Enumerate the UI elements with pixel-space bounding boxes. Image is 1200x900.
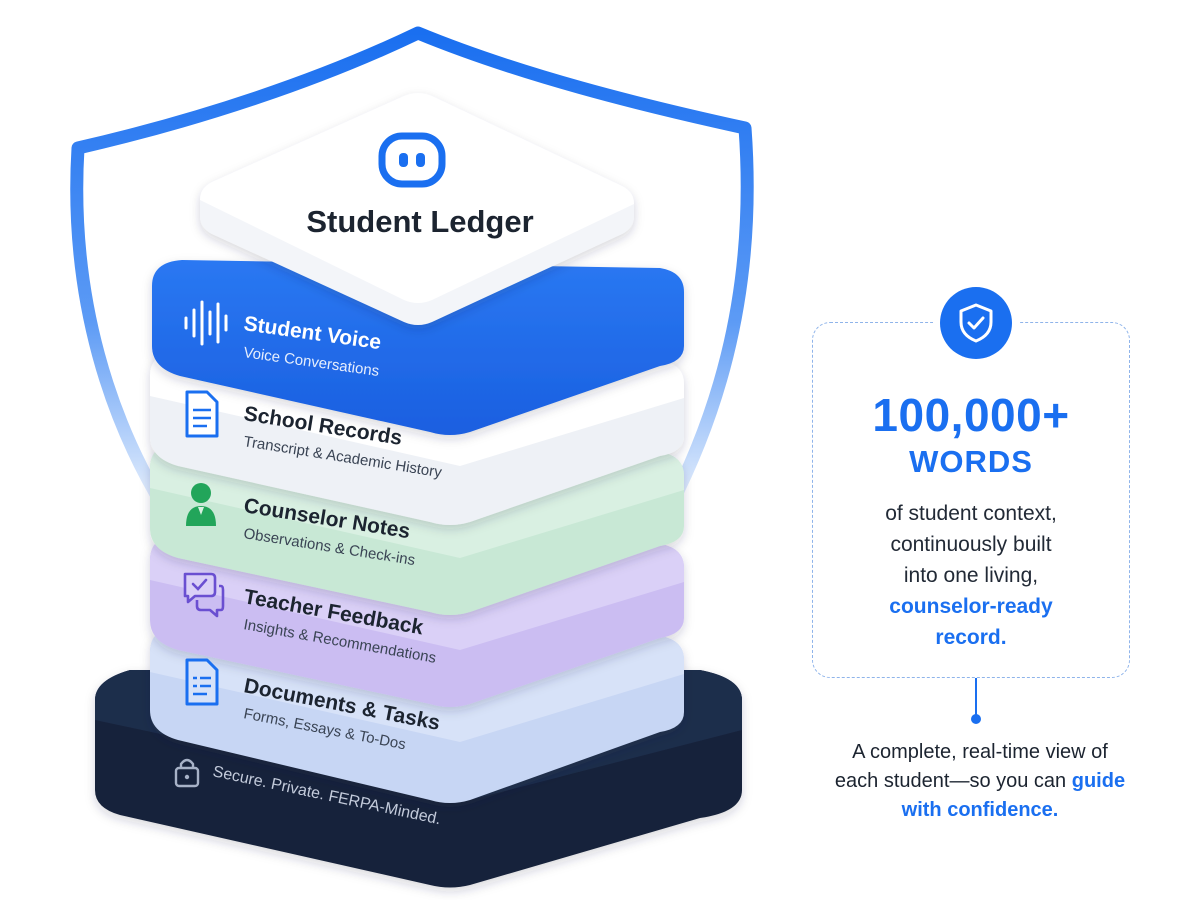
ledger-cap <box>200 93 634 325</box>
summary-text: A complete, real-time view of each stude… <box>830 738 1130 825</box>
stat-unit: WORDS <box>909 444 1033 479</box>
summary-prefix: A complete, real-time view of each stude… <box>834 741 1108 792</box>
ledger-title: Student Ledger <box>306 204 533 239</box>
shield-check-badge <box>940 287 1012 359</box>
layer-student-voice <box>152 260 684 435</box>
summary-highlight: guide with confidence. <box>901 770 1126 821</box>
chat-bubbles-icon <box>183 572 225 618</box>
stat-number: 100,000+ <box>872 389 1070 441</box>
document-list-icon <box>185 658 219 706</box>
stat-desc-highlight: record. <box>935 626 1007 649</box>
stat-desc-line: of student context, <box>885 502 1057 525</box>
document-icon <box>185 390 219 438</box>
stat-description: of student context, continuously built i… <box>822 498 1120 653</box>
shield-check-icon <box>959 303 993 343</box>
robot-icon <box>378 132 446 188</box>
connector-line <box>975 678 977 718</box>
stat-desc-highlight: counselor-ready <box>889 595 1053 618</box>
person-icon <box>186 483 216 526</box>
sound-wave-icon <box>184 300 228 346</box>
stat-desc-line: continuously built <box>890 533 1052 556</box>
connector-dot <box>971 714 981 724</box>
ledger-stack-illustration: Secure. Private. FERPA-Minded. <box>70 26 754 888</box>
stat-desc-line: into one living, <box>903 564 1039 587</box>
lock-icon <box>174 758 200 788</box>
